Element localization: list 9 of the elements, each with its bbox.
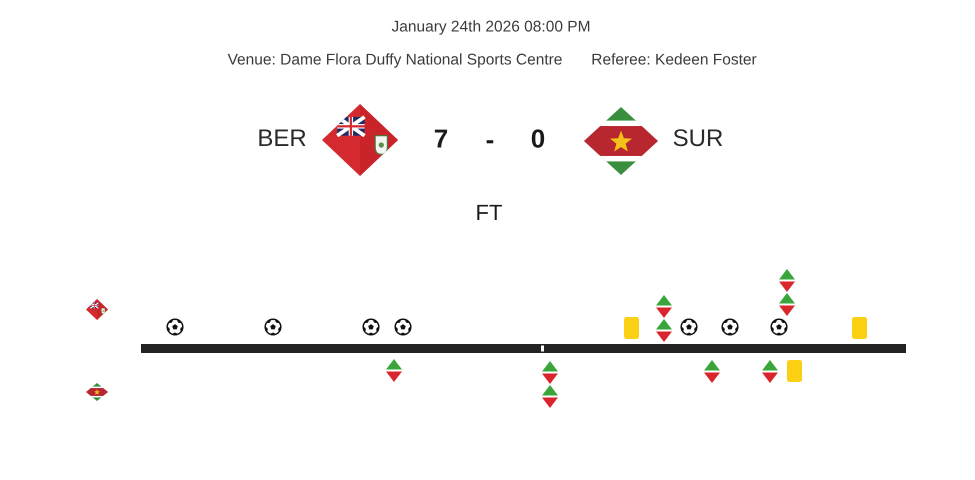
date-text: January 24th 2026 08:00 PM	[391, 18, 591, 36]
match-status: FT	[476, 200, 502, 226]
score-separator: -	[486, 126, 494, 154]
venue-text: Venue: Dame Flora Duffy National Sports Centre	[228, 51, 562, 69]
referee-text: Referee: Kedeen Foster	[591, 51, 757, 69]
score-number: 0	[530, 124, 546, 154]
team-code: BER	[257, 126, 307, 152]
team-code: SUR	[672, 126, 724, 152]
score-number: 7	[434, 124, 448, 154]
